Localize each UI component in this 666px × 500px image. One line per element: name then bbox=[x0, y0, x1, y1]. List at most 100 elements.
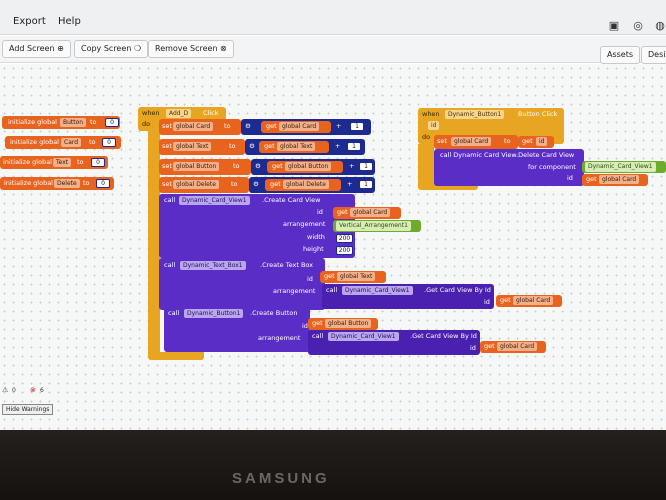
component-value[interactable]: Dynamic_Card_View1 bbox=[585, 162, 656, 172]
call-component[interactable]: Dynamic_Card_View1 bbox=[342, 286, 413, 295]
get-var[interactable]: global Card bbox=[599, 175, 640, 184]
add-block-text[interactable]: ⚙ get global Text + 1 bbox=[245, 139, 365, 155]
menu-export[interactable]: Export bbox=[13, 16, 46, 27]
designer-button[interactable]: Designer bbox=[641, 46, 666, 64]
get-global-button-block[interactable]: get global Button bbox=[267, 161, 343, 173]
event-component[interactable]: Add_D bbox=[166, 109, 192, 118]
call-component[interactable]: Dynamic_Card_View1 bbox=[328, 332, 399, 341]
get-id-block[interactable]: get id bbox=[518, 136, 554, 148]
value-field[interactable]: 0 bbox=[96, 179, 110, 188]
delete-card-view-block[interactable]: call Dynamic Card View.Delete Card View … bbox=[434, 149, 584, 186]
get-var[interactable]: global Card bbox=[350, 208, 391, 217]
call-component[interactable]: Dynamic_Button1 bbox=[184, 309, 244, 318]
copy-screen-button[interactable]: Copy Screen ❍ bbox=[74, 40, 149, 58]
to-label: to bbox=[229, 142, 236, 150]
create-text-box-block[interactable]: call Dynamic_Text_Box1 .Create Text Box … bbox=[159, 258, 325, 310]
get-global-card-inner[interactable]: get global Card bbox=[496, 295, 562, 307]
add-block-button[interactable]: ⚙ get global Button + 1 bbox=[251, 159, 375, 175]
event-param[interactable]: id bbox=[428, 121, 440, 130]
add-block-card[interactable]: ⚙ get global Card + 1 bbox=[241, 119, 371, 135]
set-var[interactable]: global Delete bbox=[173, 180, 219, 189]
vertical-arrangement-block[interactable]: Vertical_Arrangement1 bbox=[333, 220, 421, 232]
component-value-block[interactable]: Dynamic_Card_View1 bbox=[582, 161, 666, 173]
assets-button[interactable]: Assets bbox=[600, 46, 641, 64]
get-label: get bbox=[266, 122, 277, 130]
init-global-card-block[interactable]: initialize global Card to 0 bbox=[5, 136, 121, 149]
add-screen-button[interactable]: Add Screen ⊕ bbox=[2, 40, 71, 58]
number-field[interactable]: 1 bbox=[347, 142, 361, 151]
init-label: initialize global bbox=[3, 158, 52, 166]
get-var[interactable]: id bbox=[536, 137, 548, 146]
set-var[interactable]: global Card bbox=[173, 122, 214, 131]
hide-warnings-button[interactable]: Hide Warnings bbox=[2, 404, 54, 415]
init-global-button-block[interactable]: initialize global Button to 0 bbox=[2, 116, 120, 129]
get-label: get bbox=[586, 175, 597, 183]
get-var[interactable]: global Card bbox=[497, 342, 538, 351]
set-var[interactable]: global Card bbox=[451, 137, 492, 146]
value-field[interactable]: 0 bbox=[102, 138, 116, 147]
get-global-button-arg[interactable]: get global Button bbox=[308, 318, 378, 330]
number-field[interactable]: 1 bbox=[359, 180, 373, 189]
folder-icon[interactable]: ▣ bbox=[608, 19, 620, 32]
var-name[interactable]: Button bbox=[60, 118, 87, 127]
init-global-text-block[interactable]: initialize global Text to 0 bbox=[0, 156, 108, 169]
get-var[interactable]: global Delete bbox=[283, 180, 329, 189]
palette-icon[interactable]: ◎ bbox=[633, 19, 643, 32]
set-global-card-id-block[interactable]: set global Card to bbox=[434, 135, 518, 149]
id-label: id bbox=[307, 275, 313, 283]
get-var[interactable]: global Card bbox=[513, 296, 554, 305]
get-var[interactable]: global Text bbox=[277, 142, 316, 151]
get-global-text-block[interactable]: get global Text bbox=[259, 141, 329, 153]
get-var[interactable]: global Button bbox=[285, 162, 332, 171]
set-var[interactable]: global Text bbox=[173, 142, 212, 151]
get-label: get bbox=[270, 180, 281, 188]
height-label: height bbox=[303, 245, 324, 253]
get-global-card-delete[interactable]: get global Card bbox=[582, 174, 648, 186]
set-global-text-block[interactable]: set global Text to bbox=[159, 139, 245, 155]
id-label: id bbox=[302, 322, 308, 330]
number-field[interactable]: 1 bbox=[359, 162, 373, 171]
get-label: get bbox=[312, 319, 323, 327]
get-global-text-arg[interactable]: get global Text bbox=[320, 271, 386, 283]
gear-icon[interactable]: ⚙ bbox=[249, 142, 255, 150]
get-global-card-block[interactable]: get global Card bbox=[261, 121, 331, 133]
call-component[interactable]: Dynamic_Text_Box1 bbox=[180, 261, 246, 270]
create-card-view-block[interactable]: call Dynamic_Card_View1 .Create Card Vie… bbox=[159, 194, 355, 258]
set-global-delete-block[interactable]: set global Delete to bbox=[159, 177, 249, 193]
screen-toolbar: Add Screen ⊕ Copy Screen ❍ Remove Screen… bbox=[0, 36, 666, 64]
get-var[interactable]: global Text bbox=[337, 272, 376, 281]
get-card-view-by-id-block[interactable]: call Dynamic_Card_View1 .Get Card View B… bbox=[322, 284, 494, 309]
height-field[interactable]: 200 bbox=[336, 246, 353, 255]
get-global-card-arg[interactable]: get global Card bbox=[333, 207, 401, 219]
get-global-delete-block[interactable]: get global Delete bbox=[265, 179, 341, 191]
init-global-delete-block[interactable]: initialize global Delete to 0 bbox=[0, 177, 114, 190]
get-card-view-by-id-block-2[interactable]: call Dynamic_Card_View1 .Get Card View B… bbox=[308, 330, 480, 355]
plus-operator: + bbox=[335, 142, 341, 150]
get-var[interactable]: global Card bbox=[279, 122, 320, 131]
add-block-delete[interactable]: ⚙ get global Delete + 1 bbox=[249, 177, 375, 193]
gear-icon[interactable]: ⚙ bbox=[255, 162, 261, 170]
var-name[interactable]: Card bbox=[61, 138, 82, 147]
width-field[interactable]: 200 bbox=[336, 234, 353, 243]
value-field[interactable]: 0 bbox=[91, 158, 105, 167]
blocks-workspace[interactable]: initialize global Button to 0 initialize… bbox=[0, 64, 666, 430]
user-icon[interactable]: ◍ bbox=[655, 19, 665, 32]
set-global-card-block[interactable]: set global Card to bbox=[159, 119, 241, 135]
gear-icon[interactable]: ⚙ bbox=[245, 122, 251, 130]
remove-screen-button[interactable]: Remove Screen ⊗ bbox=[148, 40, 234, 58]
var-name[interactable]: Delete bbox=[54, 179, 80, 188]
create-button-block[interactable]: call Dynamic_Button1 .Create Button id a… bbox=[164, 306, 310, 352]
set-var[interactable]: global Button bbox=[173, 162, 220, 171]
init-label: initialize global bbox=[10, 138, 59, 146]
call-component[interactable]: Dynamic_Card_View1 bbox=[179, 196, 250, 205]
number-field[interactable]: 1 bbox=[350, 122, 364, 131]
value-field[interactable]: 0 bbox=[105, 118, 119, 127]
get-var[interactable]: global Button bbox=[325, 319, 372, 328]
event-component[interactable]: Dynamic_Button1 bbox=[445, 110, 505, 119]
arrangement-value[interactable]: Vertical_Arrangement1 bbox=[336, 221, 411, 231]
var-name[interactable]: Text bbox=[53, 158, 72, 167]
menu-help[interactable]: Help bbox=[58, 16, 81, 27]
set-global-button-block[interactable]: set global Button to bbox=[159, 159, 251, 175]
gear-icon[interactable]: ⚙ bbox=[253, 180, 259, 188]
get-global-card-inner-2[interactable]: get global Card bbox=[480, 341, 546, 353]
